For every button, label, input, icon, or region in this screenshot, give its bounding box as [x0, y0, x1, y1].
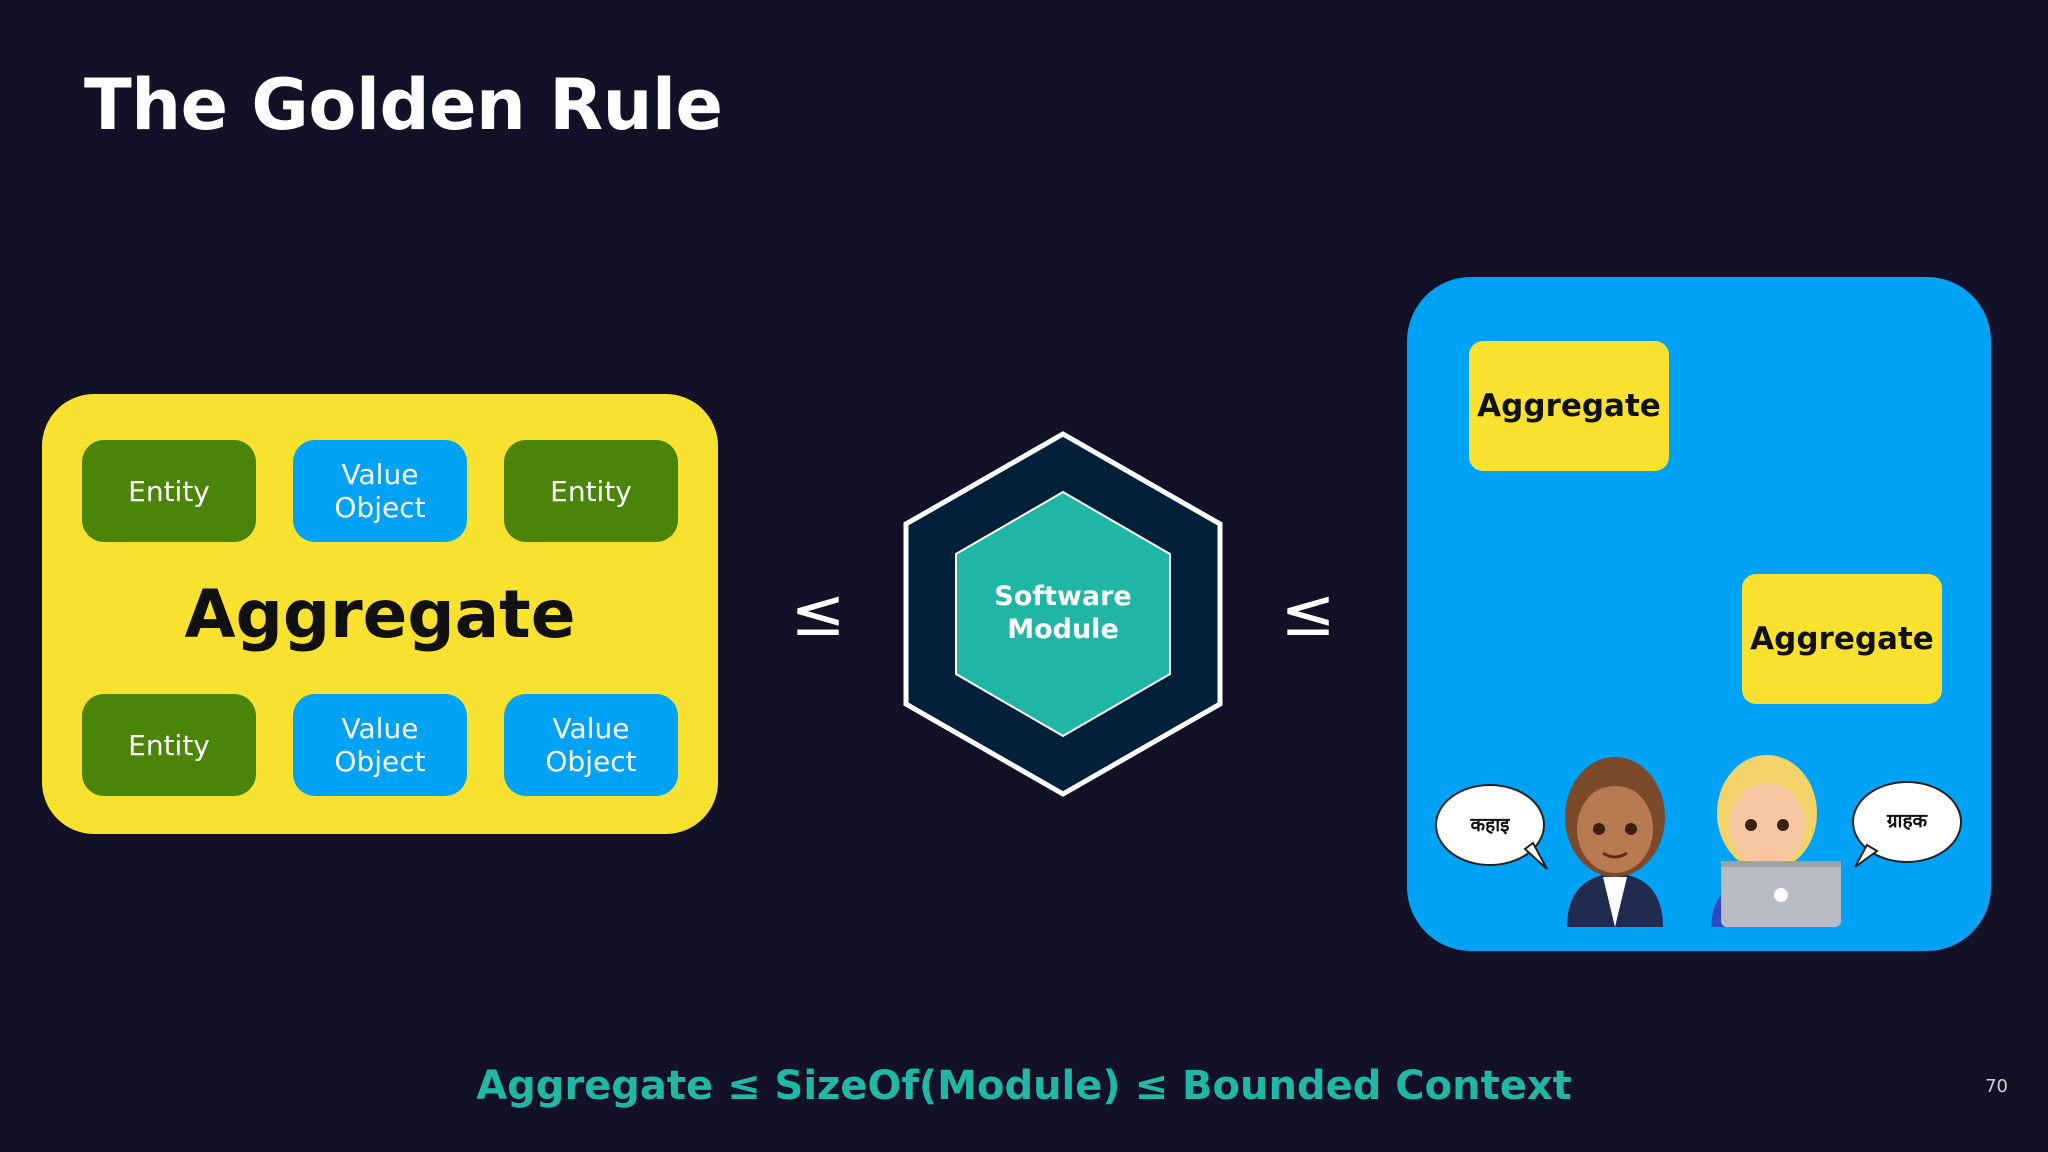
entity-tile: Entity	[504, 440, 678, 542]
entity-tile: Entity	[82, 694, 256, 796]
golden-rule-formula: Aggregate ≤ SizeOf(Module) ≤ Bounded Con…	[476, 1063, 1572, 1109]
speech-bubble-text: ग्राहक	[1886, 810, 1928, 832]
bounded-context-card: Aggregate Aggregate	[1407, 277, 1991, 951]
value-object-tile: Value Object	[293, 440, 467, 542]
slide-title: The Golden Rule	[84, 64, 723, 146]
value-object-tile: Value Object	[504, 694, 678, 796]
software-module-label: Software Module	[900, 580, 1226, 646]
software-module-line2: Module	[1007, 614, 1119, 645]
less-or-equal-symbol: ≤	[790, 574, 846, 651]
aggregate-card: Entity Value Object Entity Aggregate Ent…	[42, 394, 718, 834]
hexagon-icon	[903, 431, 1223, 797]
aggregate-chip: Aggregate	[1469, 341, 1669, 471]
software-module-line1: Software	[994, 581, 1132, 612]
speech-bubble-icon	[1435, 784, 1548, 870]
value-object-tile: Value Object	[293, 694, 467, 796]
people-illustration	[1435, 755, 1962, 927]
aggregate-label: Aggregate	[184, 576, 576, 653]
inner-hexagon	[955, 490, 1171, 738]
page-number: 70	[1985, 1076, 2008, 1097]
speech-bubble-text: कहाइ	[1470, 814, 1510, 836]
speech-bubble-icon	[1852, 781, 1962, 868]
woman-with-laptop-emoji-icon	[1711, 755, 1841, 927]
software-module-hexagon: Software Module	[900, 430, 1226, 798]
entity-tile: Entity	[82, 440, 256, 542]
less-or-equal-symbol: ≤	[1280, 574, 1336, 651]
aggregate-chip: Aggregate	[1742, 574, 1942, 704]
woman-emoji-icon	[1565, 757, 1665, 927]
